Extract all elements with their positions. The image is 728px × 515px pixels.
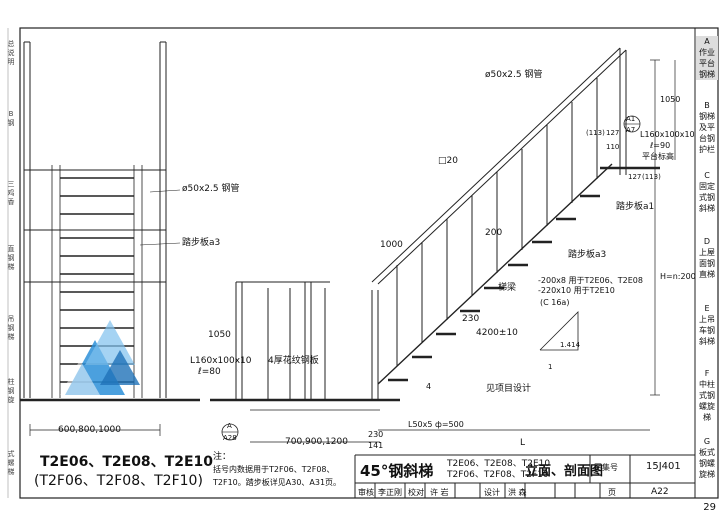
left-margin-tab-4: 吊 钢 梯 [7, 315, 15, 341]
left-margin-tab-0: 总说明 [7, 40, 15, 66]
page-code: A22 [651, 487, 669, 497]
designer-name: 洪 森 [508, 488, 527, 497]
checker-name: 许 岩 [430, 488, 449, 497]
atlas-number: 15J401 [646, 461, 681, 472]
stringer-spec-3: (C 16a) [540, 298, 570, 307]
side-section [210, 281, 380, 443]
title-codes-row-2: T2F06、T2F08、T2F10 [447, 470, 549, 480]
page-number: 29 [703, 502, 716, 513]
reviewer-name: 李正刚 [378, 488, 402, 497]
slope-label: 1.414 [560, 341, 581, 349]
title-block-frame [354, 454, 695, 498]
section-spacing-dim: 700,900,1200 [285, 437, 348, 447]
note-label: 注： [213, 452, 232, 462]
dim-L: L [520, 438, 526, 448]
top-angle-label: L160x100x10 [640, 130, 695, 139]
model-codes-line-1: T2E06、T2E08、T2E10 [40, 454, 214, 470]
base-angle-label: L50x5 ф=500 [408, 420, 464, 429]
title-suffix: 立面、剖面图 [525, 464, 604, 479]
review-label: 审核 [358, 488, 374, 497]
title-main: 45°钢斜梯 [360, 462, 434, 480]
section-ref-a: A [227, 422, 232, 430]
title-codes-row-1: T2E06、T2E08、T2E10 [447, 459, 551, 469]
slope-one: 1 [548, 363, 553, 371]
ref-a7: A7 [626, 126, 636, 134]
elevation-h200: 200 [485, 228, 503, 238]
section-angle-size: L160x100x10 [190, 356, 252, 366]
elevation-pipe-label: ø50x2.5 钢管 [485, 70, 543, 80]
dim-113: (113) [586, 129, 605, 137]
stringer-label: 梯梁 [498, 283, 517, 293]
left-margin-tab-2: 三 鸡 香 [7, 180, 15, 206]
dim-141: 141 [368, 441, 384, 450]
see-project-note: 见项目设计 [486, 384, 532, 394]
platform-level-label: 平台标高 [642, 152, 674, 161]
left-margin-tab-6: 式 螺 梯 [7, 450, 15, 476]
elevation-post-label: □20 [438, 156, 458, 166]
section-height-dim: 1050 [208, 330, 231, 340]
dim-110: 110 [606, 143, 620, 151]
ref-a1: A1 [626, 115, 636, 123]
stringer-spec-2: -220x10 用于T2E10 [538, 286, 615, 295]
note-line-1: 括号内数据用于T2F06、T2F08、 [213, 465, 335, 474]
design-label: 设计 [484, 488, 500, 497]
left-pipe-label: ø50x2.5 钢管 [182, 184, 240, 194]
left-margin-tab-3: 直 钢 梯 [7, 245, 15, 271]
elevation-h230: 230 [462, 314, 480, 324]
check-label: 校对 [408, 488, 424, 497]
section-angle-length: ℓ=80 [198, 367, 221, 377]
note-line-2: T2F10。踏步板详见A30、A31页。 [213, 478, 342, 487]
dim-1050: 1050 [660, 95, 681, 104]
stringer-spec-1: -200x8 用于T2E06、T2E08 [538, 276, 643, 285]
page-label: 页 [608, 488, 616, 497]
dim-127: 127 [606, 129, 620, 137]
dim-127b: 127 [628, 173, 642, 181]
left-margin-tab-5: 柱 钢 旋 [7, 378, 15, 404]
inclined-elevation [340, 47, 676, 431]
dim-H: H=n:200 [660, 272, 696, 281]
section-ref-b: A28 [223, 434, 237, 442]
plan-width-dim: 600,800,1000 [58, 425, 121, 435]
elevation-d200: 4200±10 [476, 328, 518, 338]
top-angle-length: ℓ=90 [650, 141, 671, 150]
ref-4: 4 [426, 382, 432, 391]
section-plate-label: 4厚花纹钢板 [268, 356, 319, 366]
tread-a1-label: 踏步板a1 [616, 202, 655, 212]
dim-113b: (113) [642, 173, 661, 181]
publisher-logo [60, 320, 140, 395]
left-tread-label: 踏步板a3 [182, 238, 221, 248]
left-margin-tab-1: B钢 [7, 110, 15, 127]
elevation-h1000: 1000 [380, 240, 403, 250]
model-codes-line-2: (T2F06、T2F08、T2F10) [34, 473, 203, 489]
atlas-label: 图集号 [594, 463, 618, 472]
elevation-tread-label: 踏步板a3 [568, 250, 607, 260]
dim-230: 230 [368, 430, 384, 439]
